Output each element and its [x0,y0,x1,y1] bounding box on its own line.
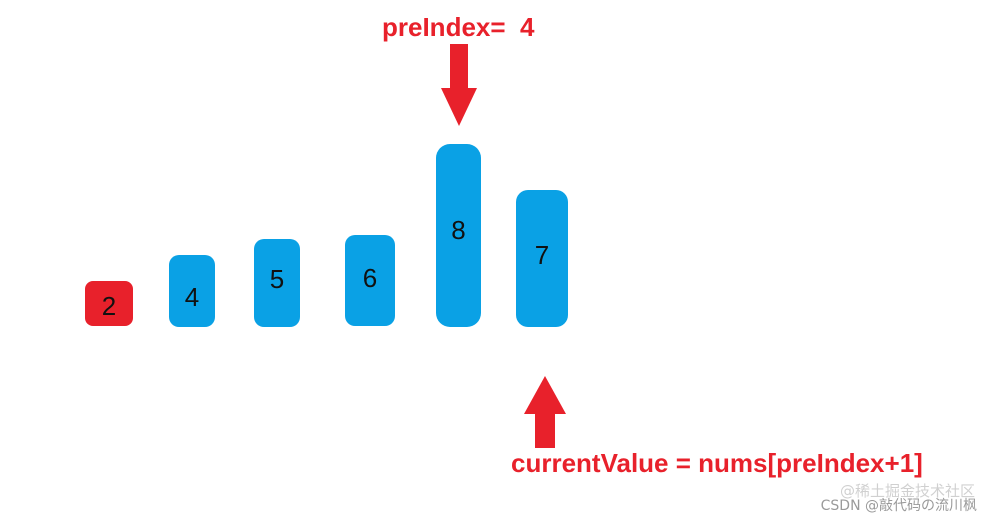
bar-pre-index: 8 [436,144,481,327]
pre-index-label: preIndex= 4 [382,12,535,42]
bar-value: 2 [101,290,117,321]
bar-value: 4 [184,282,200,312]
arrow-up-icon [524,376,566,448]
bar: 5 [254,239,300,327]
bar: 4 [169,255,215,327]
arrow-down-icon [441,44,477,126]
bar-value: 5 [269,264,285,294]
bar-value: 7 [534,239,550,270]
bar-highlighted: 2 [85,281,133,326]
watermark-overlay: @稀土掘金技术社区 [839,482,975,500]
bar-value: 6 [362,262,378,293]
bar-value: 8 [451,214,466,245]
bar-current-value: 7 [516,190,568,327]
bar: 6 [345,235,395,326]
current-value-label: currentValue = nums[preIndex+1] [511,448,923,478]
watermark: CSDN @敲代码の流川枫 [820,498,977,514]
